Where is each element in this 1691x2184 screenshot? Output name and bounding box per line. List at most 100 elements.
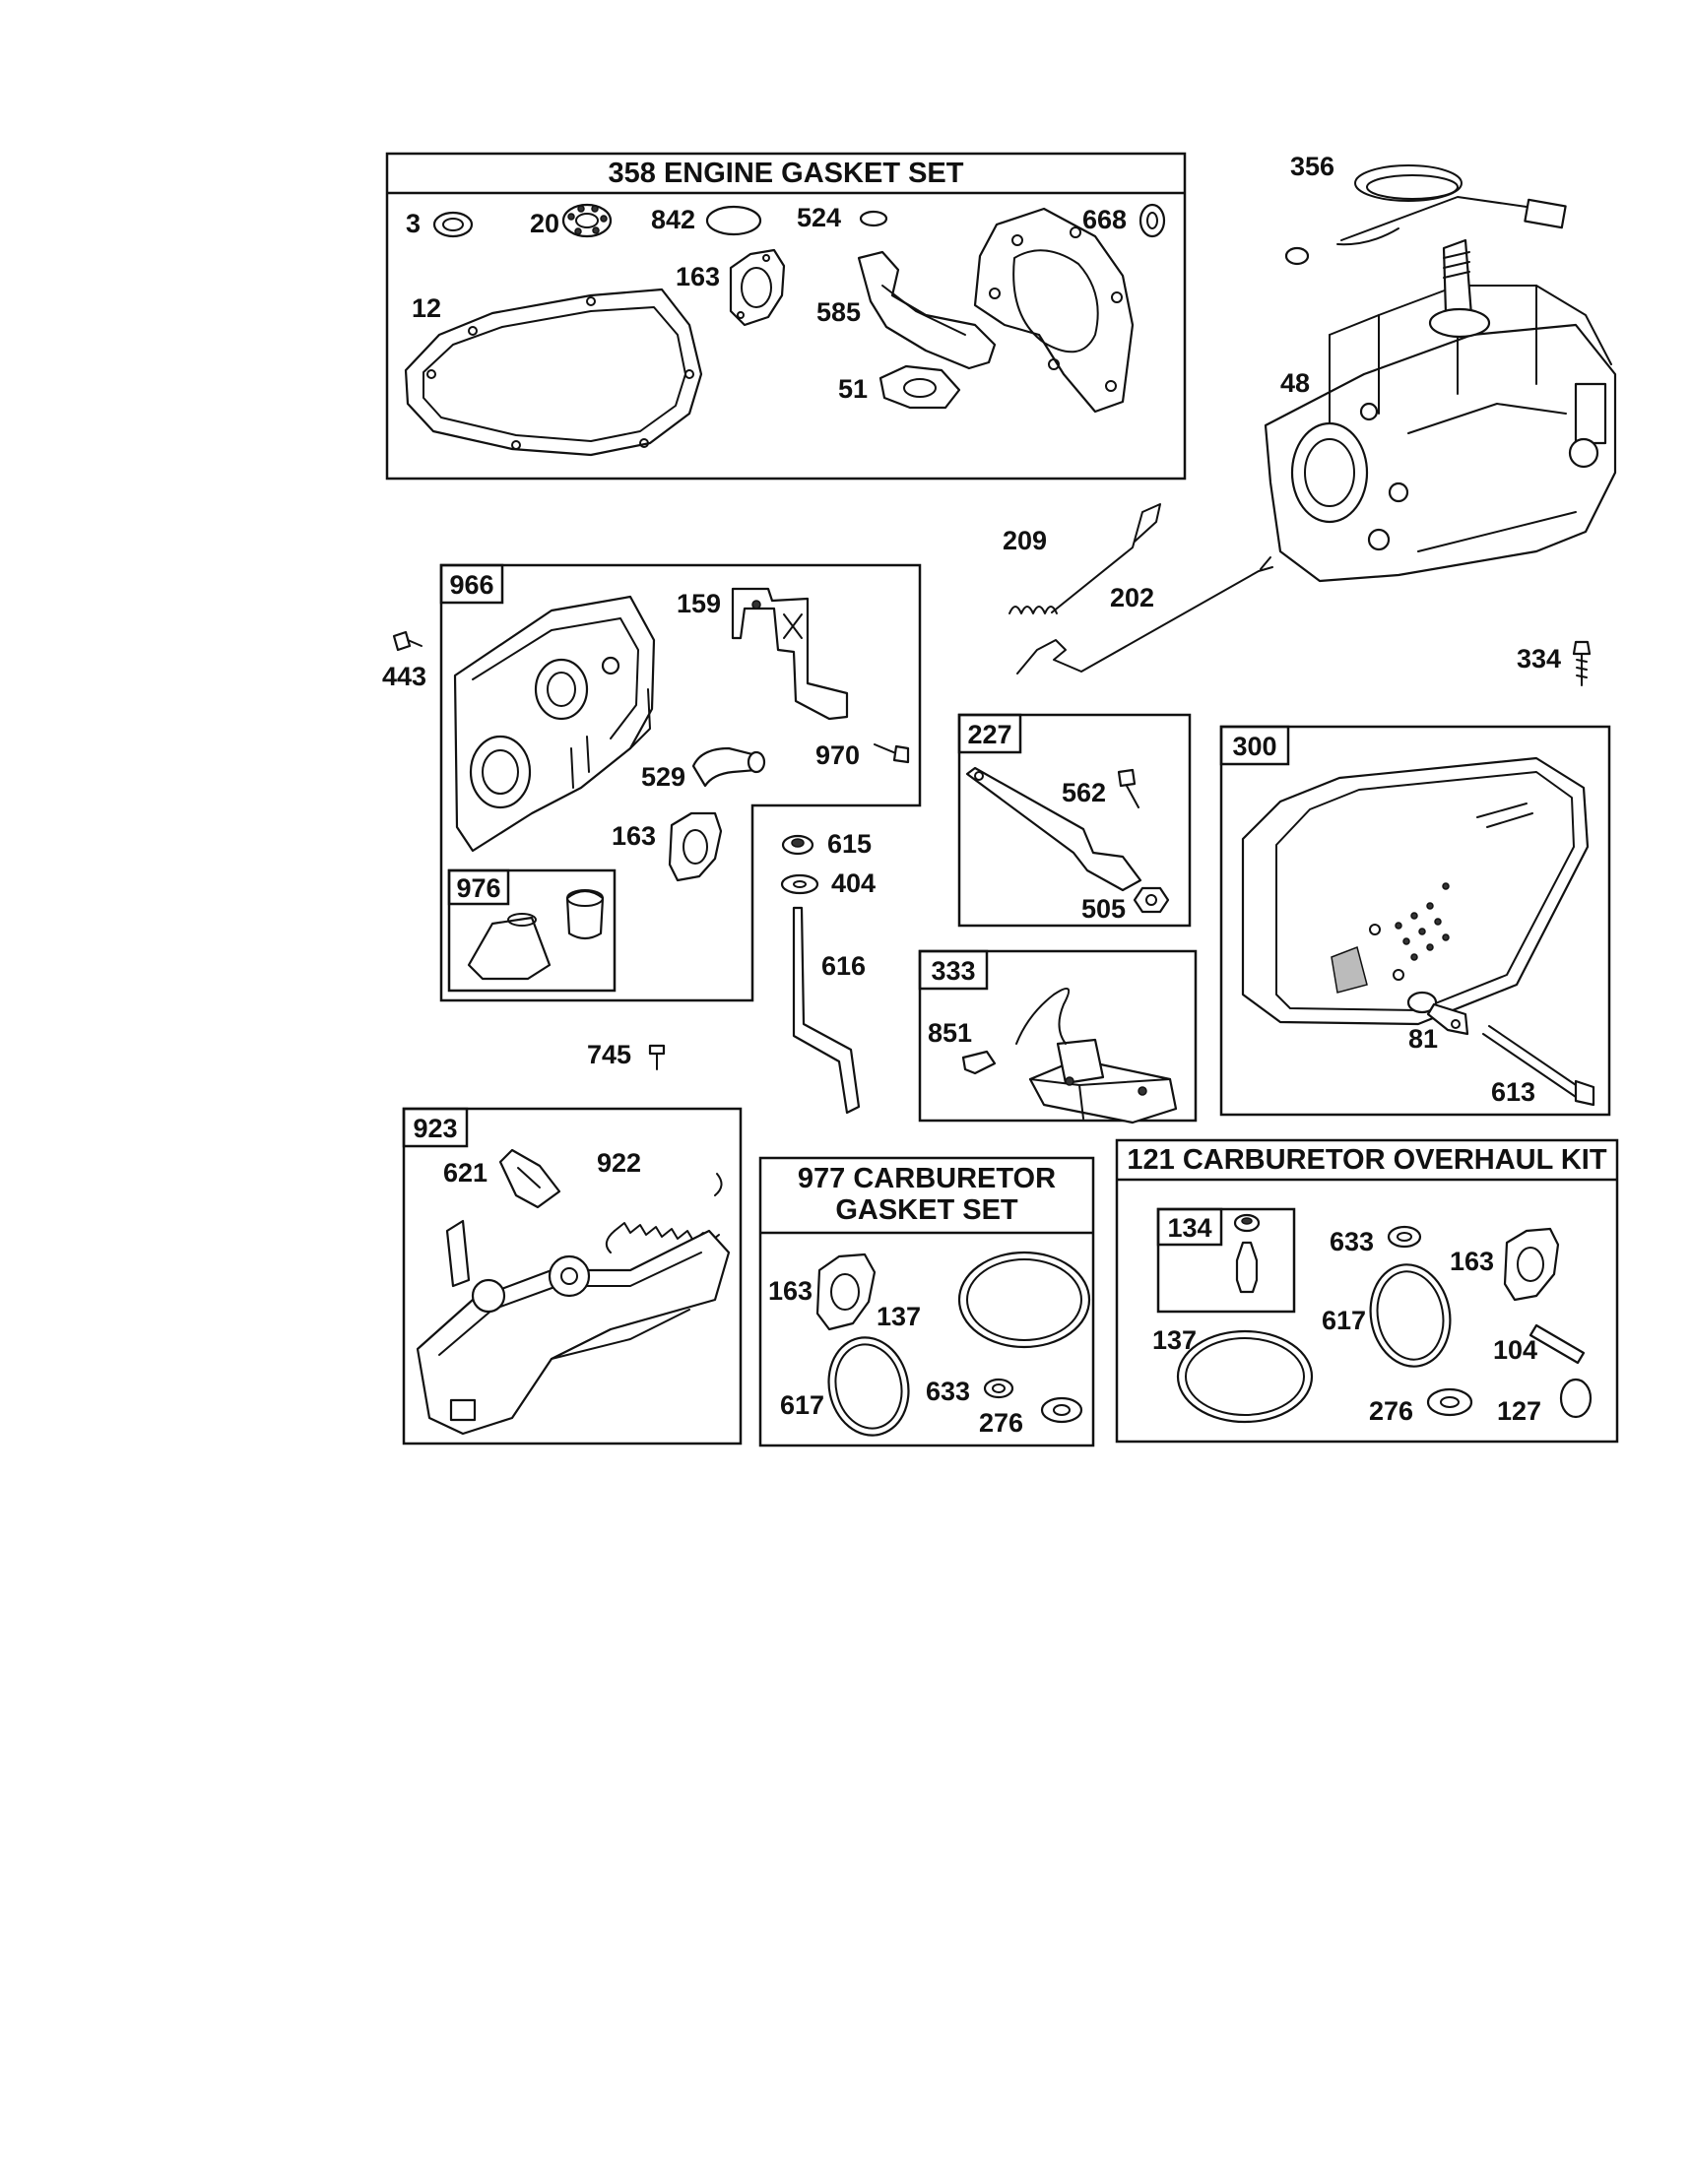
part-label-633-kit: 633 bbox=[1330, 1227, 1374, 1256]
carburetor-overhaul-kit-panel: 121 CARBURETOR OVERHAUL KIT 134 633 163 … bbox=[1115, 1138, 1619, 1444]
carburetor-gasket-set-title-line1: 977 CARBURETOR bbox=[798, 1163, 1056, 1194]
part-label-356: 356 bbox=[1290, 152, 1334, 181]
gasket-part-137-kit bbox=[1176, 1329, 1314, 1424]
float-needle-box bbox=[1156, 1207, 1296, 1314]
engine-gasket-set-panel: 358 ENGINE GASKET SET 3 20 842 524 668 7 bbox=[385, 152, 1187, 481]
washer-part-276-carb-set bbox=[1040, 1396, 1083, 1424]
governor-lever-panel: 227 562 505 bbox=[957, 713, 1192, 928]
washer-part-404 bbox=[780, 873, 819, 895]
control-bracket-panel: 923 621 922 bbox=[402, 1107, 743, 1445]
part-label-334: 334 bbox=[1517, 644, 1561, 674]
governor-lever-box bbox=[957, 713, 1192, 928]
ignition-panel: 333 851 bbox=[918, 949, 1198, 1124]
gasket-part-163-kit bbox=[1503, 1227, 1560, 1302]
part-label-202: 202 bbox=[1110, 583, 1154, 612]
part-label-51: 51 bbox=[838, 374, 868, 404]
part-label-745: 745 bbox=[587, 1040, 631, 1069]
cylinder-block-part-48 bbox=[1264, 238, 1617, 583]
part-label-615: 615 bbox=[827, 829, 872, 859]
nut-part-615 bbox=[781, 834, 814, 856]
muffler-part-300 bbox=[1241, 756, 1590, 1026]
washer-part-524 bbox=[859, 210, 888, 227]
part-label-851: 851 bbox=[928, 1018, 972, 1048]
ignition-box bbox=[918, 949, 1198, 1123]
bolt-part-562 bbox=[1117, 768, 1139, 808]
washer-part-276-kit bbox=[1426, 1387, 1473, 1417]
part-label-922: 922 bbox=[597, 1148, 641, 1178]
gasket-part-585 bbox=[857, 250, 997, 370]
float-needle-number: 134 bbox=[1167, 1213, 1211, 1243]
control-bracket-number: 923 bbox=[413, 1114, 457, 1143]
air-cleaner-number: 976 bbox=[456, 873, 500, 903]
part-label-3: 3 bbox=[406, 209, 421, 238]
bolt-part-334 bbox=[1572, 640, 1592, 686]
carburetor-gasket-set-panel: 977 CARBURETOR GASKET SET 163 137 617 63… bbox=[758, 1156, 1095, 1447]
part-label-633-carb-set: 633 bbox=[926, 1377, 970, 1406]
engine-gasket-set-box bbox=[385, 152, 1187, 481]
part-label-562: 562 bbox=[1062, 778, 1106, 807]
ignition-armature-part-333 bbox=[1015, 987, 1178, 1124]
part-label-404: 404 bbox=[831, 868, 876, 898]
bracket-part-159 bbox=[731, 587, 849, 721]
part-label-616: 616 bbox=[821, 951, 866, 981]
part-label-617-kit: 617 bbox=[1322, 1306, 1366, 1335]
needle-part-134 bbox=[1233, 1213, 1261, 1294]
gasket-part-163-engine-set bbox=[729, 248, 786, 327]
part-label-81: 81 bbox=[1408, 1024, 1438, 1054]
gasket-part-617-carb-set bbox=[827, 1336, 910, 1437]
part-label-585: 585 bbox=[816, 297, 861, 327]
part-label-970: 970 bbox=[815, 740, 860, 770]
carburetor-overhaul-kit-title: 121 CARBURETOR OVERHAUL KIT bbox=[1127, 1144, 1606, 1176]
shaft-part-616 bbox=[792, 906, 861, 1115]
part-label-621: 621 bbox=[443, 1158, 488, 1188]
o-ring-part-842 bbox=[705, 205, 762, 236]
part-label-159: 159 bbox=[677, 589, 721, 618]
cylinder-cover-box bbox=[439, 563, 922, 1002]
part-label-276-carb-set: 276 bbox=[979, 1408, 1023, 1438]
muffler-panel: 300 81 613 bbox=[1219, 725, 1611, 1117]
ground-wire-part-356 bbox=[1284, 164, 1567, 266]
part-label-505: 505 bbox=[1081, 894, 1126, 924]
part-label-842: 842 bbox=[651, 205, 695, 234]
cylinder-cover-number: 966 bbox=[449, 570, 493, 600]
carburetor-overhaul-kit-box bbox=[1115, 1138, 1619, 1444]
seal-part-668 bbox=[1138, 203, 1166, 238]
head-gasket-part-7 bbox=[973, 207, 1135, 414]
control-bracket-box bbox=[402, 1107, 743, 1445]
plug-part-127 bbox=[1559, 1378, 1593, 1419]
clip-part-621 bbox=[498, 1148, 561, 1209]
part-label-104: 104 bbox=[1493, 1335, 1537, 1365]
part-label-209: 209 bbox=[1003, 526, 1047, 555]
lever-part-227 bbox=[965, 766, 1142, 892]
screw-part-970 bbox=[874, 743, 910, 764]
carburetor-gasket-set-title-line2: GASKET SET bbox=[835, 1194, 1018, 1226]
bolt-part-613 bbox=[1482, 1025, 1595, 1107]
engine-gasket-set-title: 358 ENGINE GASKET SET bbox=[609, 158, 964, 189]
ignition-number: 333 bbox=[931, 956, 975, 986]
muffler-box bbox=[1219, 725, 1611, 1117]
bracket-part-81 bbox=[1406, 991, 1469, 1036]
tube-part-529 bbox=[691, 746, 766, 788]
part-label-443: 443 bbox=[382, 662, 426, 691]
part-label-127: 127 bbox=[1497, 1396, 1541, 1426]
seal-part-633-kit bbox=[1387, 1225, 1422, 1249]
control-bracket-part-923 bbox=[416, 1219, 731, 1436]
air-cleaner-box bbox=[447, 868, 617, 993]
pin-part-104 bbox=[1528, 1323, 1586, 1365]
screw-part-443 bbox=[392, 630, 423, 652]
filter-part-976 bbox=[467, 889, 605, 981]
governor-lever-number: 227 bbox=[967, 720, 1011, 749]
nut-part-505 bbox=[1133, 886, 1170, 914]
gasket-part-163-carb-set bbox=[815, 1253, 877, 1331]
part-label-524: 524 bbox=[797, 203, 841, 232]
screw-part-745 bbox=[648, 1044, 666, 1070]
part-label-617-carb-set: 617 bbox=[780, 1390, 824, 1420]
part-label-163-carb-set: 163 bbox=[768, 1276, 813, 1306]
gasket-part-163-cover bbox=[668, 811, 723, 882]
seal-part-3 bbox=[432, 211, 474, 238]
base-gasket-part-12 bbox=[404, 288, 703, 457]
crankcase-cover-part-966 bbox=[453, 595, 656, 853]
seal-part-633-carb-set bbox=[983, 1378, 1014, 1399]
gasket-part-51 bbox=[878, 364, 961, 410]
